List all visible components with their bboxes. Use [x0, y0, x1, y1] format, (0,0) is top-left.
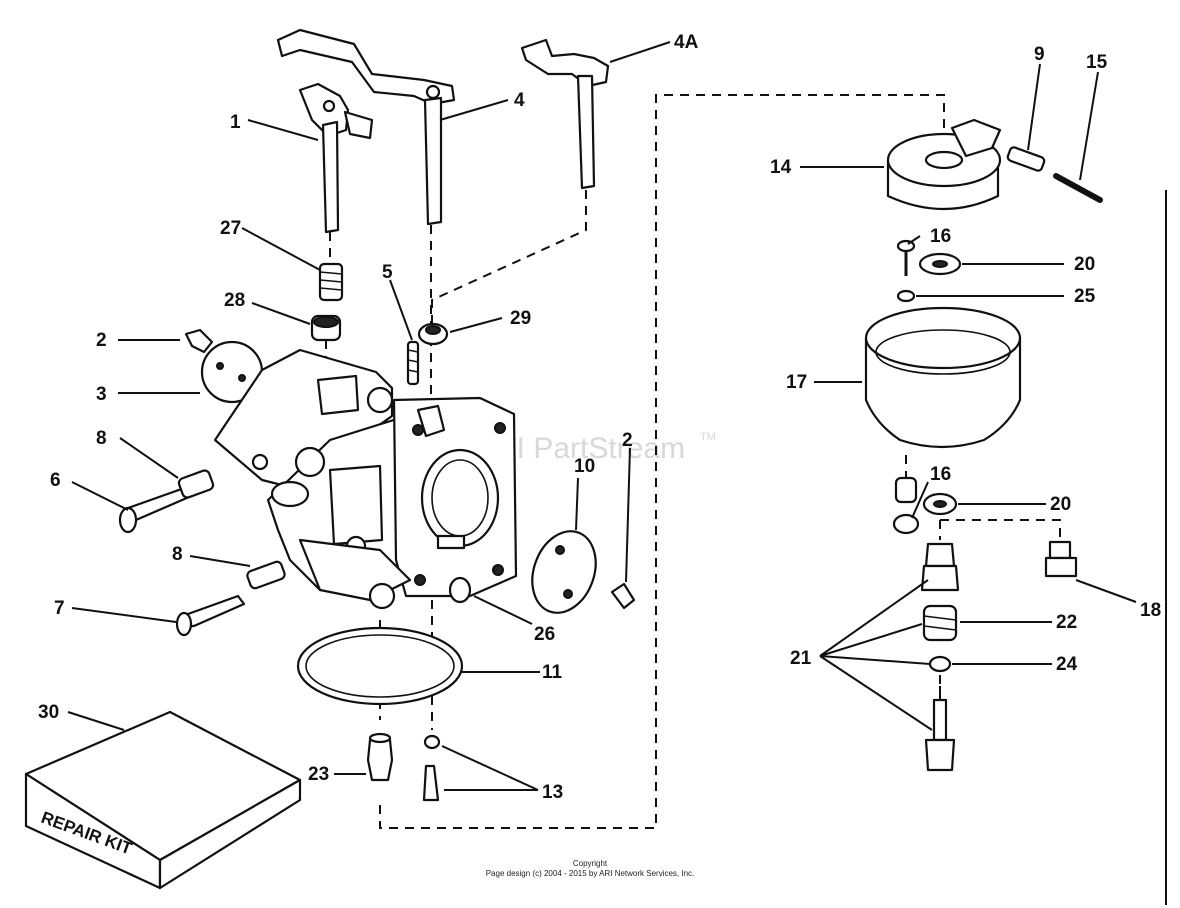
part-15-pin [1053, 173, 1103, 203]
part-7-screw [175, 594, 246, 637]
callout-4: 4 [514, 90, 525, 111]
part-8-spring-upper [177, 469, 215, 499]
part-17-float-bowl [864, 306, 1022, 449]
callout-3: 3 [96, 384, 107, 405]
callout-20-upper: 20 [1074, 254, 1095, 275]
callout-1: 1 [230, 112, 241, 133]
part-2-screw-left [184, 328, 214, 354]
callout-27: 27 [220, 218, 241, 239]
callout-8-upper: 8 [96, 428, 107, 449]
callout-8-lower: 8 [172, 544, 183, 565]
callout-2-right: 2 [622, 430, 633, 451]
part-22-spring [922, 604, 958, 642]
part-27-spring [318, 262, 344, 302]
callout-17: 17 [786, 372, 807, 393]
part-30-repair-kit: REPAIR KIT [24, 710, 302, 890]
callout-23: 23 [308, 764, 329, 785]
part-5-spring [406, 340, 420, 386]
callout-29: 29 [510, 308, 531, 329]
part-16-lower [892, 476, 920, 535]
part-24-washer [928, 655, 952, 673]
part-21-nut [920, 542, 960, 592]
part-21-needle [924, 686, 956, 772]
part-18-plug [1044, 540, 1078, 578]
part-25-washer [896, 289, 916, 303]
callout-5: 5 [382, 262, 393, 283]
callout-10: 10 [574, 456, 595, 477]
callout-9: 9 [1034, 44, 1045, 65]
callout-24: 24 [1056, 654, 1078, 675]
callout-16-upper: 16 [930, 226, 951, 247]
watermark-trademark: TM [700, 431, 716, 443]
callout-labels: 1 4 4A 9 15 14 27 5 16 20 25 28 29 2 3 1… [38, 32, 1161, 803]
part-9-spring [1006, 146, 1046, 172]
part-26-fitting [448, 576, 472, 604]
part-20-washer-upper [918, 252, 962, 276]
callout-28: 28 [224, 290, 245, 311]
part-11-gasket [296, 626, 464, 706]
callout-7: 7 [54, 598, 65, 619]
part-10-plate [531, 530, 597, 614]
part-29-washer [417, 322, 449, 346]
leader-lines [67, 41, 1137, 791]
callout-4a: 4A [674, 32, 699, 53]
callout-16-lower: 16 [930, 464, 951, 485]
part-13-needle-valve [422, 734, 441, 802]
callout-30: 30 [38, 702, 59, 723]
footer-copyright: Copyright [573, 859, 608, 868]
part-throttle-shaft [298, 82, 374, 234]
callout-22: 22 [1056, 612, 1077, 633]
part-choke-shaft [276, 28, 456, 226]
callout-13: 13 [542, 782, 563, 803]
callout-11: 11 [542, 662, 563, 683]
footer: Copyright Page design (c) 2004 - 2015 by… [486, 859, 695, 878]
part-16-upper [896, 239, 916, 276]
part-23-seat [366, 732, 394, 782]
part-8-spring-lower [246, 560, 286, 590]
part-2-screw-right [610, 582, 636, 610]
callout-26: 26 [534, 624, 555, 645]
part-14-float [886, 118, 1002, 210]
callout-20-lower: 20 [1050, 494, 1071, 515]
callout-18: 18 [1140, 600, 1161, 621]
part-4a-shaft [520, 38, 610, 190]
callout-6: 6 [50, 470, 61, 491]
callout-2-left: 2 [96, 330, 107, 351]
callout-14: 14 [770, 157, 792, 178]
footer-page-design: Page design (c) 2004 - 2015 by ARI Netwo… [486, 869, 695, 878]
carburetor-body [213, 348, 518, 610]
part-28-seal [310, 314, 342, 342]
part-20-washer-lower [922, 492, 958, 516]
callout-21: 21 [790, 648, 812, 669]
callout-15: 15 [1086, 52, 1108, 73]
callout-25: 25 [1074, 286, 1096, 307]
